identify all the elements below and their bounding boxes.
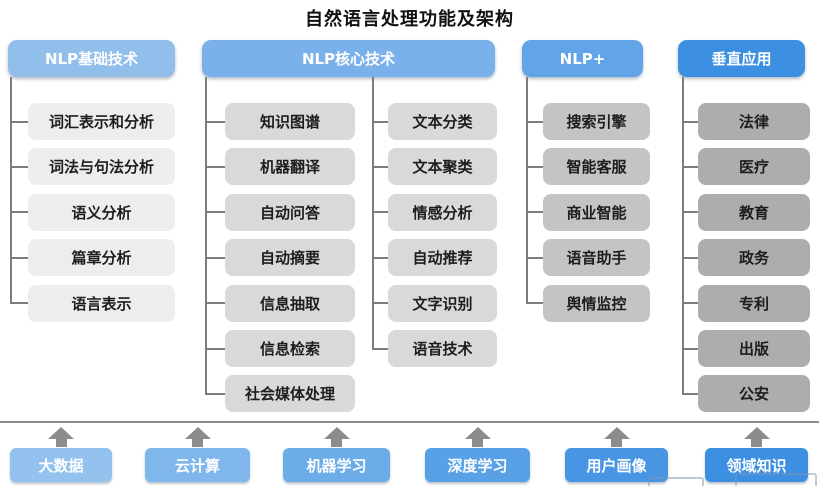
node-box-nlp-plus: 舆情监控 (543, 284, 650, 322)
arrow-head (48, 427, 74, 439)
connector-stub (526, 165, 543, 168)
node-box-vertical-apps: 出版 (698, 330, 810, 367)
foundation-box: 领域知识 (705, 448, 808, 482)
up-arrow-icon (464, 427, 491, 447)
watermark-fragment (648, 477, 704, 486)
up-arrow-icon (323, 427, 350, 447)
node-box-nlp-basic: 语言表示 (28, 284, 175, 322)
arrow-head (464, 427, 491, 439)
column-header-vertical-apps: 垂直应用 (678, 40, 805, 77)
connector-stub (526, 256, 543, 259)
up-arrow-icon (743, 427, 770, 447)
node-box-nlp-core: 知识图谱 (225, 103, 355, 140)
node-box-vertical-apps: 公安 (698, 375, 810, 413)
connector-stub (682, 347, 698, 350)
node-box-nlp-core: 文本分类 (388, 103, 497, 140)
connector-stub (372, 347, 388, 350)
node-box-nlp-core: 信息检索 (225, 330, 355, 367)
node-box-nlp-basic: 篇章分析 (28, 239, 175, 277)
connector-stub (205, 256, 225, 259)
page-title: 自然语言处理功能及架构 (305, 9, 514, 30)
connector-stub (205, 165, 225, 168)
connector-stub (205, 302, 225, 305)
foundation-box: 云计算 (145, 448, 250, 482)
connector-stub (10, 120, 28, 123)
connector-stub (682, 211, 698, 214)
node-box-nlp-core: 文本聚类 (388, 148, 497, 186)
connector-stub (372, 302, 388, 305)
foundation-box: 大数据 (10, 448, 112, 482)
up-arrow-icon (48, 427, 74, 447)
foundation-divider (0, 421, 819, 423)
arrow-stem (331, 439, 342, 447)
connector-stub (205, 347, 225, 350)
node-box-vertical-apps: 法律 (698, 103, 810, 140)
connector-stub (682, 165, 698, 168)
connector-stub (10, 302, 28, 305)
arrow-head (603, 427, 630, 439)
arrow-stem (192, 439, 203, 447)
node-box-nlp-basic: 词汇表示和分析 (28, 103, 175, 140)
node-box-vertical-apps: 医疗 (698, 148, 810, 186)
column-header-nlp-plus: NLP+ (522, 40, 643, 77)
connector-line (526, 77, 528, 304)
node-box-nlp-core: 自动摘要 (225, 239, 355, 277)
node-box-nlp-core: 情感分析 (388, 193, 497, 231)
arrow-stem (751, 439, 762, 447)
node-box-nlp-core: 自动推荐 (388, 239, 497, 277)
arrow-stem (611, 439, 622, 447)
node-box-nlp-core: 语音技术 (388, 330, 497, 367)
node-box-nlp-plus: 智能客服 (543, 148, 650, 186)
connector-stub (372, 165, 388, 168)
node-box-nlp-basic: 词法与句法分析 (28, 148, 175, 186)
connector-stub (682, 302, 698, 305)
node-box-nlp-core: 信息抽取 (225, 284, 355, 322)
node-box-nlp-core: 机器翻译 (225, 148, 355, 186)
node-box-vertical-apps: 政务 (698, 239, 810, 277)
connector-stub (682, 120, 698, 123)
connector-stub (205, 211, 225, 214)
connector-stub (526, 120, 543, 123)
node-box-vertical-apps: 教育 (698, 193, 810, 231)
connector-stub (10, 256, 28, 259)
connector-stub (526, 302, 543, 305)
connector-stub (526, 211, 543, 214)
connector-stub (205, 120, 225, 123)
foundation-box: 机器学习 (283, 448, 390, 482)
node-box-nlp-core: 社会媒体处理 (225, 375, 355, 413)
node-box-nlp-core: 文字识别 (388, 284, 497, 322)
connector-stub (10, 165, 28, 168)
connector-stub (372, 120, 388, 123)
node-box-nlp-basic: 语义分析 (28, 193, 175, 231)
column-header-nlp-core: NLP核心技术 (202, 40, 495, 77)
foundation-box: 用户画像 (565, 448, 668, 482)
node-box-nlp-plus: 语音助手 (543, 239, 650, 277)
arrow-stem (472, 439, 483, 447)
up-arrow-icon (184, 427, 211, 447)
arrow-stem (55, 439, 67, 447)
connector-stub (682, 256, 698, 259)
connector-stub (372, 211, 388, 214)
watermark-fragment (735, 473, 817, 486)
connector-stub (205, 392, 225, 395)
arrow-head (323, 427, 350, 439)
node-box-nlp-plus: 搜索引擎 (543, 103, 650, 140)
arrow-head (184, 427, 211, 439)
node-box-nlp-core: 自动问答 (225, 193, 355, 231)
foundation-box: 深度学习 (425, 448, 530, 482)
arrow-head (743, 427, 770, 439)
connector-line (10, 77, 12, 304)
connector-stub (682, 392, 698, 395)
node-box-vertical-apps: 专利 (698, 284, 810, 322)
column-header-nlp-basic: NLP基础技术 (8, 40, 175, 77)
connector-line (205, 77, 207, 394)
connector-stub (10, 211, 28, 214)
connector-stub (372, 256, 388, 259)
up-arrow-icon (603, 427, 630, 447)
connector-line (682, 77, 684, 394)
node-box-nlp-plus: 商业智能 (543, 193, 650, 231)
